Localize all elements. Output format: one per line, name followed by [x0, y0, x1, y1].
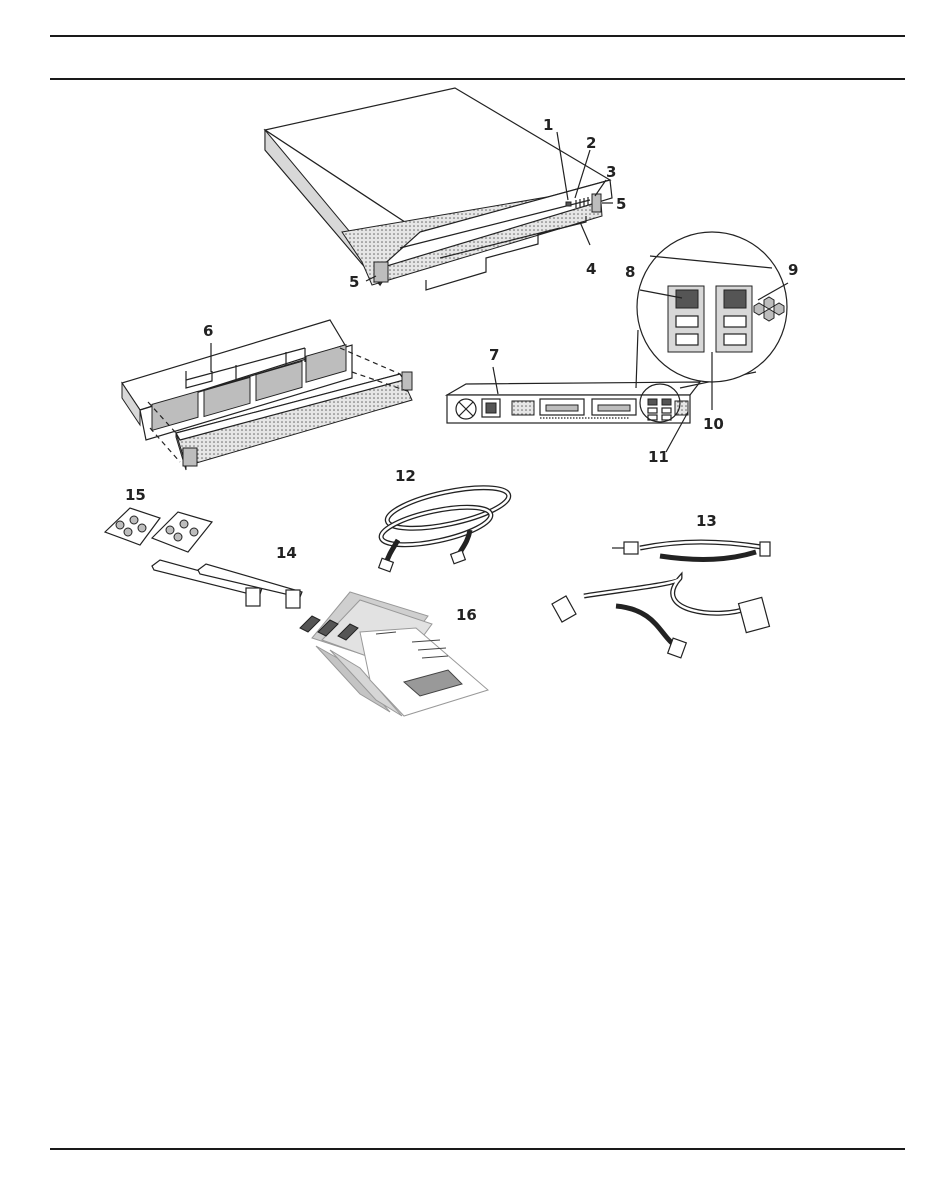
power-cords [552, 542, 770, 658]
callout-16: 16 [456, 606, 477, 624]
callout-4: 4 [586, 260, 596, 278]
callout-14: 14 [276, 544, 297, 562]
callout-3: 3 [606, 163, 616, 181]
callout-2: 2 [586, 134, 596, 152]
callout-7: 7 [489, 346, 499, 364]
callout-11: 11 [648, 448, 669, 466]
screw-packs [105, 508, 212, 552]
callout-5-left: 5 [349, 273, 359, 291]
network-cables [378, 479, 512, 571]
rack-mount-brackets [152, 560, 302, 608]
server-front-view [265, 88, 612, 290]
callout-9: 9 [788, 261, 798, 279]
callout-12: 12 [395, 467, 416, 485]
callout-10: 10 [703, 415, 724, 433]
callout-15: 15 [125, 486, 146, 504]
callout-6: 6 [203, 322, 213, 340]
callout-13: 13 [696, 512, 717, 530]
callout-1: 1 [543, 116, 553, 134]
callout-5-right: 5 [616, 195, 626, 213]
callout-8: 8 [625, 263, 635, 281]
